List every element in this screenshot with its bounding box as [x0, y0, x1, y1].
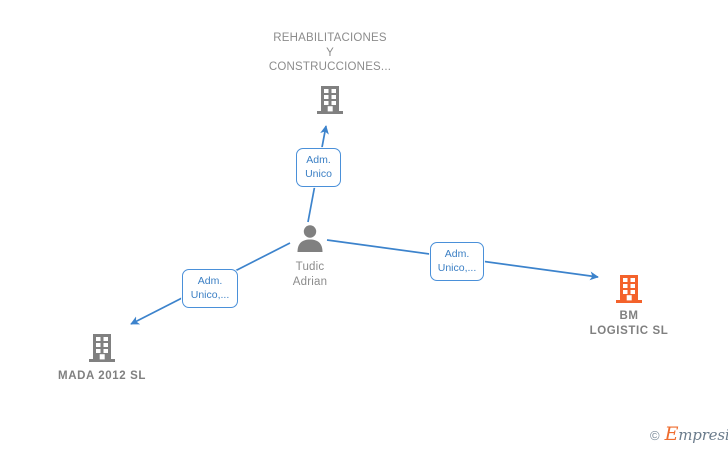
node-mada-2012-label: MADA 2012 SL: [58, 370, 146, 382]
building-icon: [85, 331, 119, 365]
node-bm-logistic[interactable]: BM LOGISTIC SL: [544, 272, 714, 338]
edge-label-adm-unico-rehabilitaciones[interactable]: Adm. Unico: [296, 148, 341, 187]
empresia-logo-text: mpresia: [678, 426, 728, 444]
node-person-tudic-adrian[interactable]: Tudic Adrian: [225, 222, 395, 289]
node-bm-logistic-label: BM LOGISTIC SL: [589, 310, 669, 337]
empresia-logo-initial: E: [664, 423, 679, 445]
building-icon: [313, 83, 347, 117]
edge-label-adm-unico-mada[interactable]: Adm. Unico,...: [182, 269, 238, 308]
edge-label-adm-unico-bm[interactable]: Adm. Unico,...: [430, 242, 484, 281]
person-icon: [293, 222, 327, 256]
node-person-label: Tudic Adrian: [292, 261, 328, 288]
copyright-icon: ©: [650, 427, 660, 443]
building-icon: [612, 272, 646, 306]
empresia-watermark: © Empresia: [650, 425, 728, 444]
node-mada-2012[interactable]: MADA 2012 SL: [17, 331, 187, 384]
empresia-logo: Empresia: [665, 425, 728, 444]
node-rehabilitaciones-label: REHABILITACIONES Y CONSTRUCCIONES...: [268, 32, 392, 73]
node-rehabilitaciones[interactable]: REHABILITACIONES Y CONSTRUCCIONES...: [245, 31, 415, 117]
